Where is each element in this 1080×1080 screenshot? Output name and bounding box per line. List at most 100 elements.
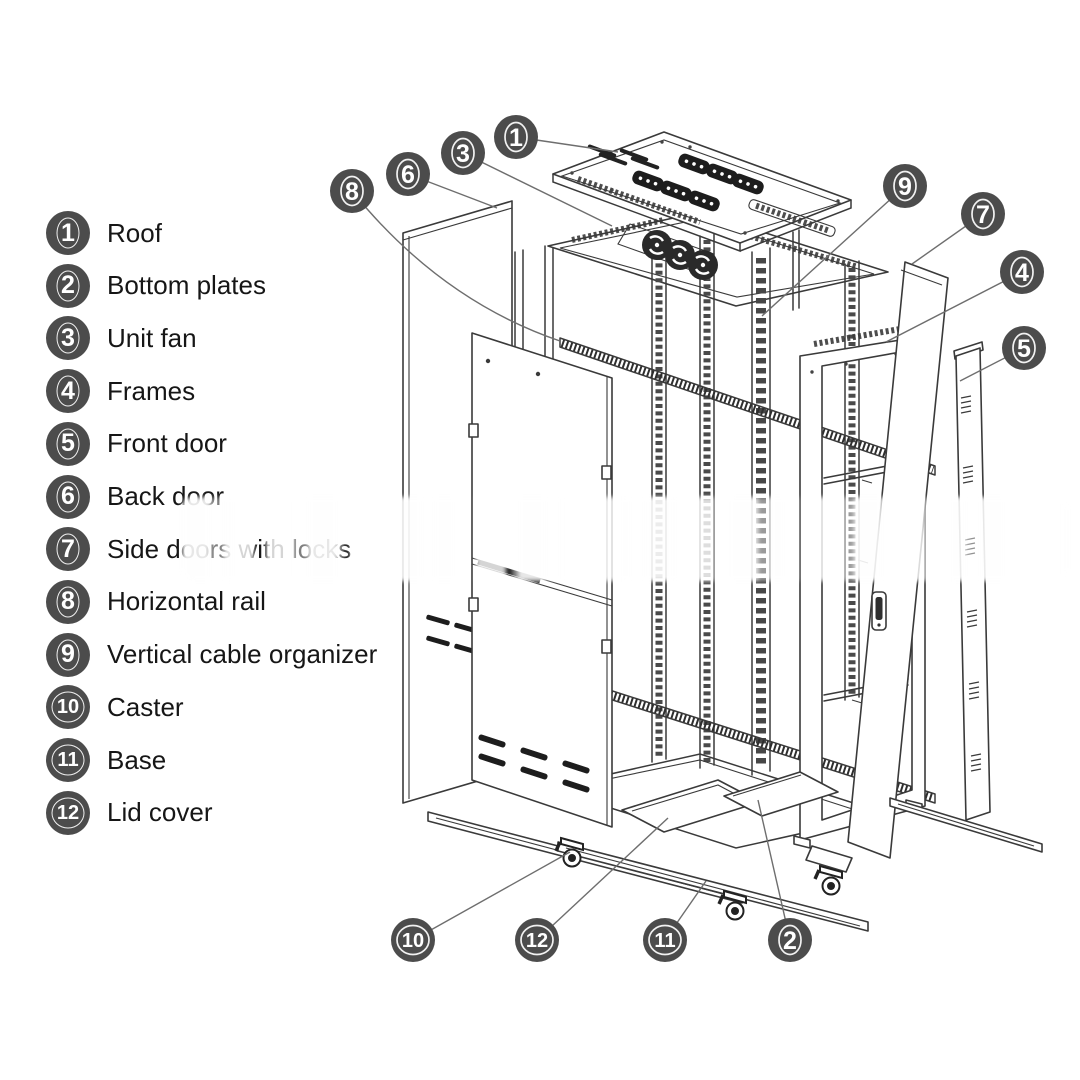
legend-number: 4 bbox=[61, 376, 75, 405]
legend-item: 2 Bottom plates bbox=[46, 263, 266, 308]
legend: 1 Roof 2 Bottom plates 3 Unit fan 4 Fram… bbox=[0, 0, 420, 1080]
legend-item: 7 Side doors with locks bbox=[46, 527, 352, 572]
roof-vent-slots bbox=[587, 144, 660, 170]
legend-number: 10 bbox=[56, 696, 80, 719]
legend-label: Horizontal rail bbox=[107, 586, 266, 617]
svg-text:3: 3 bbox=[456, 140, 470, 168]
legend-label: Side doors with locks bbox=[107, 533, 352, 564]
door-lock-handle bbox=[871, 591, 887, 631]
svg-text:7: 7 bbox=[976, 201, 990, 229]
legend-number-badge: 9 bbox=[46, 632, 90, 677]
leader-line-2 bbox=[757, 799, 791, 941]
legend-item: 12 Lid cover bbox=[46, 790, 213, 835]
legend-number: 8 bbox=[61, 587, 75, 616]
legend-number-badge: 3 bbox=[46, 316, 90, 361]
legend-number-badge: 4 bbox=[46, 369, 90, 414]
callout-badge-9: 9 bbox=[883, 164, 927, 208]
svg-text:10: 10 bbox=[402, 930, 424, 952]
legend-item: 5 Front door bbox=[46, 421, 227, 466]
legend-number: 9 bbox=[61, 640, 75, 669]
legend-number-badge: 2 bbox=[46, 263, 90, 308]
bottom-plate bbox=[723, 771, 839, 817]
legend-number-badge: 5 bbox=[46, 421, 90, 466]
callout-badge-1: 1 bbox=[494, 115, 538, 159]
front-door-panel bbox=[953, 341, 991, 821]
callout-badge-5: 5 bbox=[1002, 326, 1046, 370]
legend-number-badge: 10 bbox=[46, 685, 90, 730]
vertical-cable-organizer bbox=[751, 247, 771, 776]
unit-fan bbox=[688, 250, 718, 280]
legend-number: 1 bbox=[61, 218, 75, 247]
svg-text:4: 4 bbox=[1015, 259, 1029, 287]
vertical-rail-mid bbox=[699, 232, 715, 769]
legend-label: Roof bbox=[107, 217, 162, 248]
vertical-rail-back bbox=[844, 260, 860, 701]
svg-text:5: 5 bbox=[1017, 335, 1031, 363]
legend-item: 10 Caster bbox=[46, 685, 184, 730]
legend-label: Front door bbox=[107, 428, 227, 459]
legend-number-badge: 8 bbox=[46, 579, 90, 624]
leader-line-9 bbox=[761, 185, 906, 317]
callout-badge-6: 6 bbox=[386, 152, 430, 196]
leader-line-10 bbox=[412, 851, 571, 941]
caster-wheel bbox=[717, 889, 747, 921]
side-panel-split bbox=[468, 332, 613, 828]
legend-item: 4 Frames bbox=[46, 369, 196, 414]
caster-wheel bbox=[813, 864, 843, 896]
legend-number: 5 bbox=[61, 429, 75, 458]
callout-badge-8: 8 bbox=[330, 169, 374, 213]
legend-number-badge: 1 bbox=[46, 211, 90, 255]
legend-number: 6 bbox=[61, 482, 75, 510]
callout-badge-12: 12 bbox=[515, 918, 559, 962]
legend-label: Back door bbox=[107, 481, 225, 511]
base-rail bbox=[889, 797, 1043, 853]
callout-badge-10: 10 bbox=[391, 918, 435, 962]
legend-item: 3 Unit fan bbox=[46, 316, 197, 361]
legend-label: Lid cover bbox=[107, 797, 213, 828]
legend-number: 11 bbox=[57, 749, 79, 771]
callout-badge-2: 2 bbox=[768, 918, 812, 962]
legend-item: 8 Horizontal rail bbox=[46, 579, 266, 624]
legend-number-badge: 7 bbox=[46, 527, 90, 572]
legend-label: Vertical cable organizer bbox=[107, 639, 378, 670]
legend-label: Base bbox=[107, 744, 167, 775]
base-corner-bracket bbox=[805, 845, 853, 873]
leader-line-3 bbox=[462, 152, 613, 227]
svg-text:12: 12 bbox=[526, 930, 548, 952]
legend-label: Bottom plates bbox=[107, 270, 266, 301]
roof-screws bbox=[570, 140, 840, 235]
callout-badge-3: 3 bbox=[441, 131, 485, 175]
unit-fan-tray bbox=[617, 223, 718, 280]
legend-label: Frames bbox=[107, 375, 196, 406]
callout-layer: 13 6 8 9 7 4 5 10 12 11 2 bbox=[330, 115, 1046, 962]
lid-cover-plate bbox=[621, 779, 761, 833]
legend-number: 3 bbox=[61, 323, 75, 352]
legend-number: 12 bbox=[56, 801, 80, 824]
legend-number: 2 bbox=[61, 271, 75, 300]
vertical-rail-left bbox=[651, 248, 667, 763]
leader-line-4 bbox=[885, 271, 1023, 343]
horizontal-rail-upper bbox=[559, 337, 936, 476]
legend-label: Caster bbox=[107, 691, 184, 722]
unit-fan bbox=[642, 230, 672, 260]
legend-item: 6 Back door bbox=[46, 474, 225, 519]
legend-label: Unit fan bbox=[107, 322, 197, 353]
svg-text:6: 6 bbox=[401, 161, 415, 189]
callout-badge-7: 7 bbox=[961, 192, 1005, 236]
legend-number-badge: 6 bbox=[46, 474, 90, 519]
legend-number-badge: 11 bbox=[46, 738, 90, 782]
roof-fan-grilles bbox=[632, 153, 764, 212]
svg-text:8: 8 bbox=[345, 178, 359, 206]
roof-panel bbox=[552, 131, 852, 253]
leader-line-8 bbox=[351, 190, 561, 342]
legend-number: 7 bbox=[61, 534, 75, 563]
legend-item: 9 Vertical cable organizer bbox=[46, 632, 378, 677]
base-assembly bbox=[427, 771, 1043, 932]
callout-badge-11: 11 bbox=[643, 918, 687, 962]
legend-item: 11 Base bbox=[46, 738, 166, 782]
legend-number-badge: 12 bbox=[46, 790, 90, 835]
svg-text:11: 11 bbox=[654, 930, 675, 952]
svg-text:9: 9 bbox=[898, 173, 912, 201]
